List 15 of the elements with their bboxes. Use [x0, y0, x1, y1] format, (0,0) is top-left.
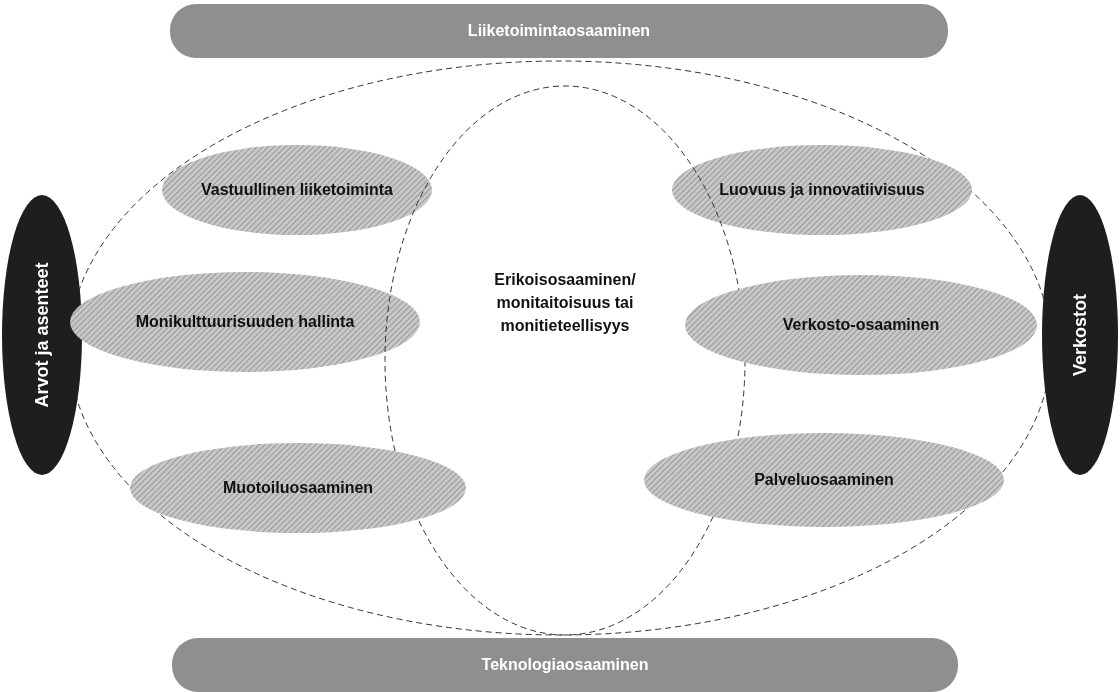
node-label: Monikulttuurisuuden hallinta [134, 312, 356, 333]
node-label: Verkosto-osaaminen [781, 315, 941, 336]
node-label: Arvot ja asenteet [30, 262, 53, 408]
node-label: Muotoiluosaaminen [221, 478, 375, 499]
node-label: Teknologiaosaaminen [480, 655, 650, 676]
node-label: Verkostot [1068, 294, 1091, 376]
node-label: Liiketoimintaosaaminen [466, 21, 652, 42]
band-node [172, 638, 958, 692]
band-node [170, 4, 948, 58]
node-label: Palveluosaaminen [753, 470, 895, 491]
dark-ellipse [1042, 195, 1118, 475]
node-label: Luovuus ja innovatiivisuus [718, 180, 926, 201]
node-label: Erikoisosaaminen/ monitaitoisuus tai monitieteellisyys [493, 270, 637, 337]
dark-ellipse [2, 195, 82, 475]
node-label: Vastuullinen liiketoiminta [199, 180, 394, 201]
